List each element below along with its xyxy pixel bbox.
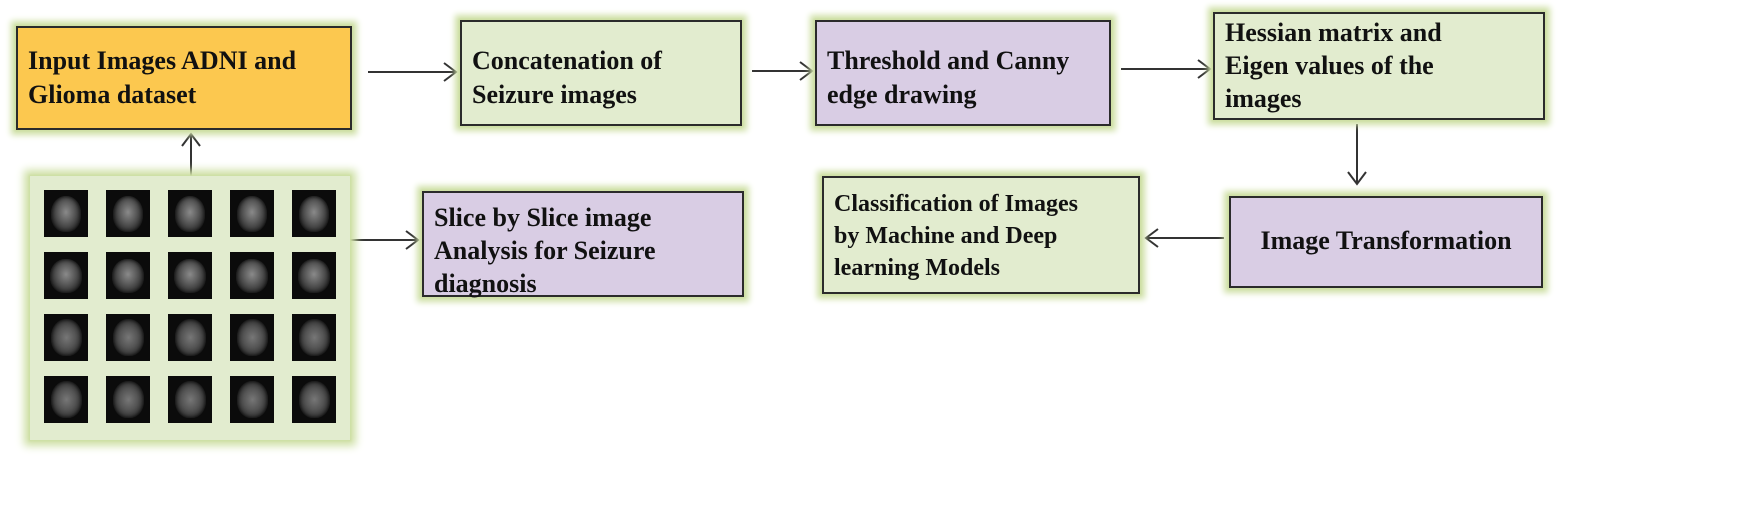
- mri-slice-thumbnail: [106, 190, 150, 237]
- brain-mri-slice-icon: [236, 381, 268, 418]
- node-concat-line1: Concatenation of: [472, 46, 662, 75]
- mri-slice-thumbnail: [168, 252, 212, 299]
- brain-mri-slice-icon: [174, 381, 206, 418]
- brain-mri-slice-icon: [174, 319, 206, 356]
- node-classification: Classification of Images by Machine and …: [822, 176, 1140, 294]
- node-input-line2: Glioma dataset: [28, 80, 197, 109]
- node-concat-line2: Seizure images: [472, 80, 637, 109]
- brain-mri-slice-icon: [236, 258, 268, 293]
- mri-slice-thumbnail: [292, 376, 336, 423]
- node-slice-line2: Analysis for Seizure: [434, 236, 656, 265]
- node-image-transformation: Image Transformation: [1229, 196, 1543, 288]
- arrow-mri-to-slice: [342, 230, 420, 250]
- mri-slice-thumbnail: [44, 252, 88, 299]
- mri-slice-thumbnail: [168, 190, 212, 237]
- brain-mri-slice-icon: [112, 319, 144, 356]
- arrow-threshold-to-hessian: [1121, 59, 1212, 79]
- node-slice-line3: diagnosis: [434, 269, 537, 298]
- mri-slice-thumbnail: [230, 190, 274, 237]
- node-threshold-line2: edge drawing: [827, 80, 977, 109]
- node-slice-analysis: Slice by Slice image Analysis for Seizur…: [422, 191, 744, 298]
- brain-mri-slice-icon: [237, 195, 267, 232]
- brain-mri-slice-icon: [298, 258, 330, 293]
- node-input-images: Input Images ADNI and Glioma dataset: [16, 26, 352, 130]
- node-classify-line3: learning Models: [834, 255, 1000, 281]
- mri-slice-thumbnail: [292, 252, 336, 299]
- mri-slice-grid-panel: [30, 176, 350, 440]
- node-input-line1: Input Images ADNI and: [28, 46, 297, 75]
- node-transform-label: Image Transformation: [1260, 226, 1512, 255]
- arrow-input-to-concat: [368, 62, 458, 82]
- mri-slice-thumbnail: [106, 314, 150, 361]
- brain-mri-slice-icon: [113, 195, 143, 232]
- brain-mri-slice-icon: [51, 195, 81, 232]
- brain-mri-slice-icon: [50, 381, 82, 418]
- node-classify-line2: by Machine and Deep: [834, 223, 1058, 249]
- node-slice-line1: Slice by Slice image: [434, 203, 652, 232]
- mri-slice-thumbnail: [168, 376, 212, 423]
- brain-mri-slice-icon: [175, 195, 205, 232]
- brain-mri-slice-icon: [50, 258, 82, 293]
- mri-slice-thumbnail: [44, 190, 88, 237]
- brain-mri-slice-icon: [112, 381, 144, 418]
- node-hessian-line3: images: [1225, 84, 1302, 113]
- arrow-transform-to-classify: [1144, 228, 1224, 248]
- mri-slice-grid: [44, 190, 336, 423]
- mri-slice-thumbnail: [230, 252, 274, 299]
- mri-slice-thumbnail: [44, 314, 88, 361]
- brain-mri-slice-icon: [299, 195, 329, 232]
- mri-slice-thumbnail: [230, 314, 274, 361]
- mri-slice-thumbnail: [292, 314, 336, 361]
- brain-mri-slice-icon: [174, 258, 206, 293]
- mri-slice-thumbnail: [292, 190, 336, 237]
- mri-slice-thumbnail: [106, 376, 150, 423]
- mri-slice-thumbnail: [106, 252, 150, 299]
- node-hessian-line1: Hessian matrix and: [1225, 18, 1442, 47]
- brain-mri-slice-icon: [50, 319, 82, 356]
- node-hessian-eigen: Hessian matrix and Eigen values of the i…: [1213, 12, 1545, 120]
- arrow-concat-to-threshold: [752, 61, 814, 81]
- node-concatenation: Concatenation of Seizure images: [460, 20, 742, 126]
- brain-mri-slice-icon: [298, 319, 330, 356]
- brain-mri-slice-icon: [112, 258, 144, 293]
- arrow-hessian-to-transform: [1347, 124, 1367, 186]
- mri-slice-thumbnail: [230, 376, 274, 423]
- node-hessian-line2: Eigen values of the: [1225, 51, 1434, 80]
- mri-slice-thumbnail: [168, 314, 212, 361]
- node-threshold-line1: Threshold and Canny: [827, 46, 1070, 75]
- node-classify-line1: Classification of Images: [834, 191, 1078, 217]
- brain-mri-slice-icon: [298, 381, 330, 418]
- brain-mri-slice-icon: [236, 319, 268, 356]
- node-threshold-canny: Threshold and Canny edge drawing: [815, 20, 1111, 126]
- mri-slice-thumbnail: [44, 376, 88, 423]
